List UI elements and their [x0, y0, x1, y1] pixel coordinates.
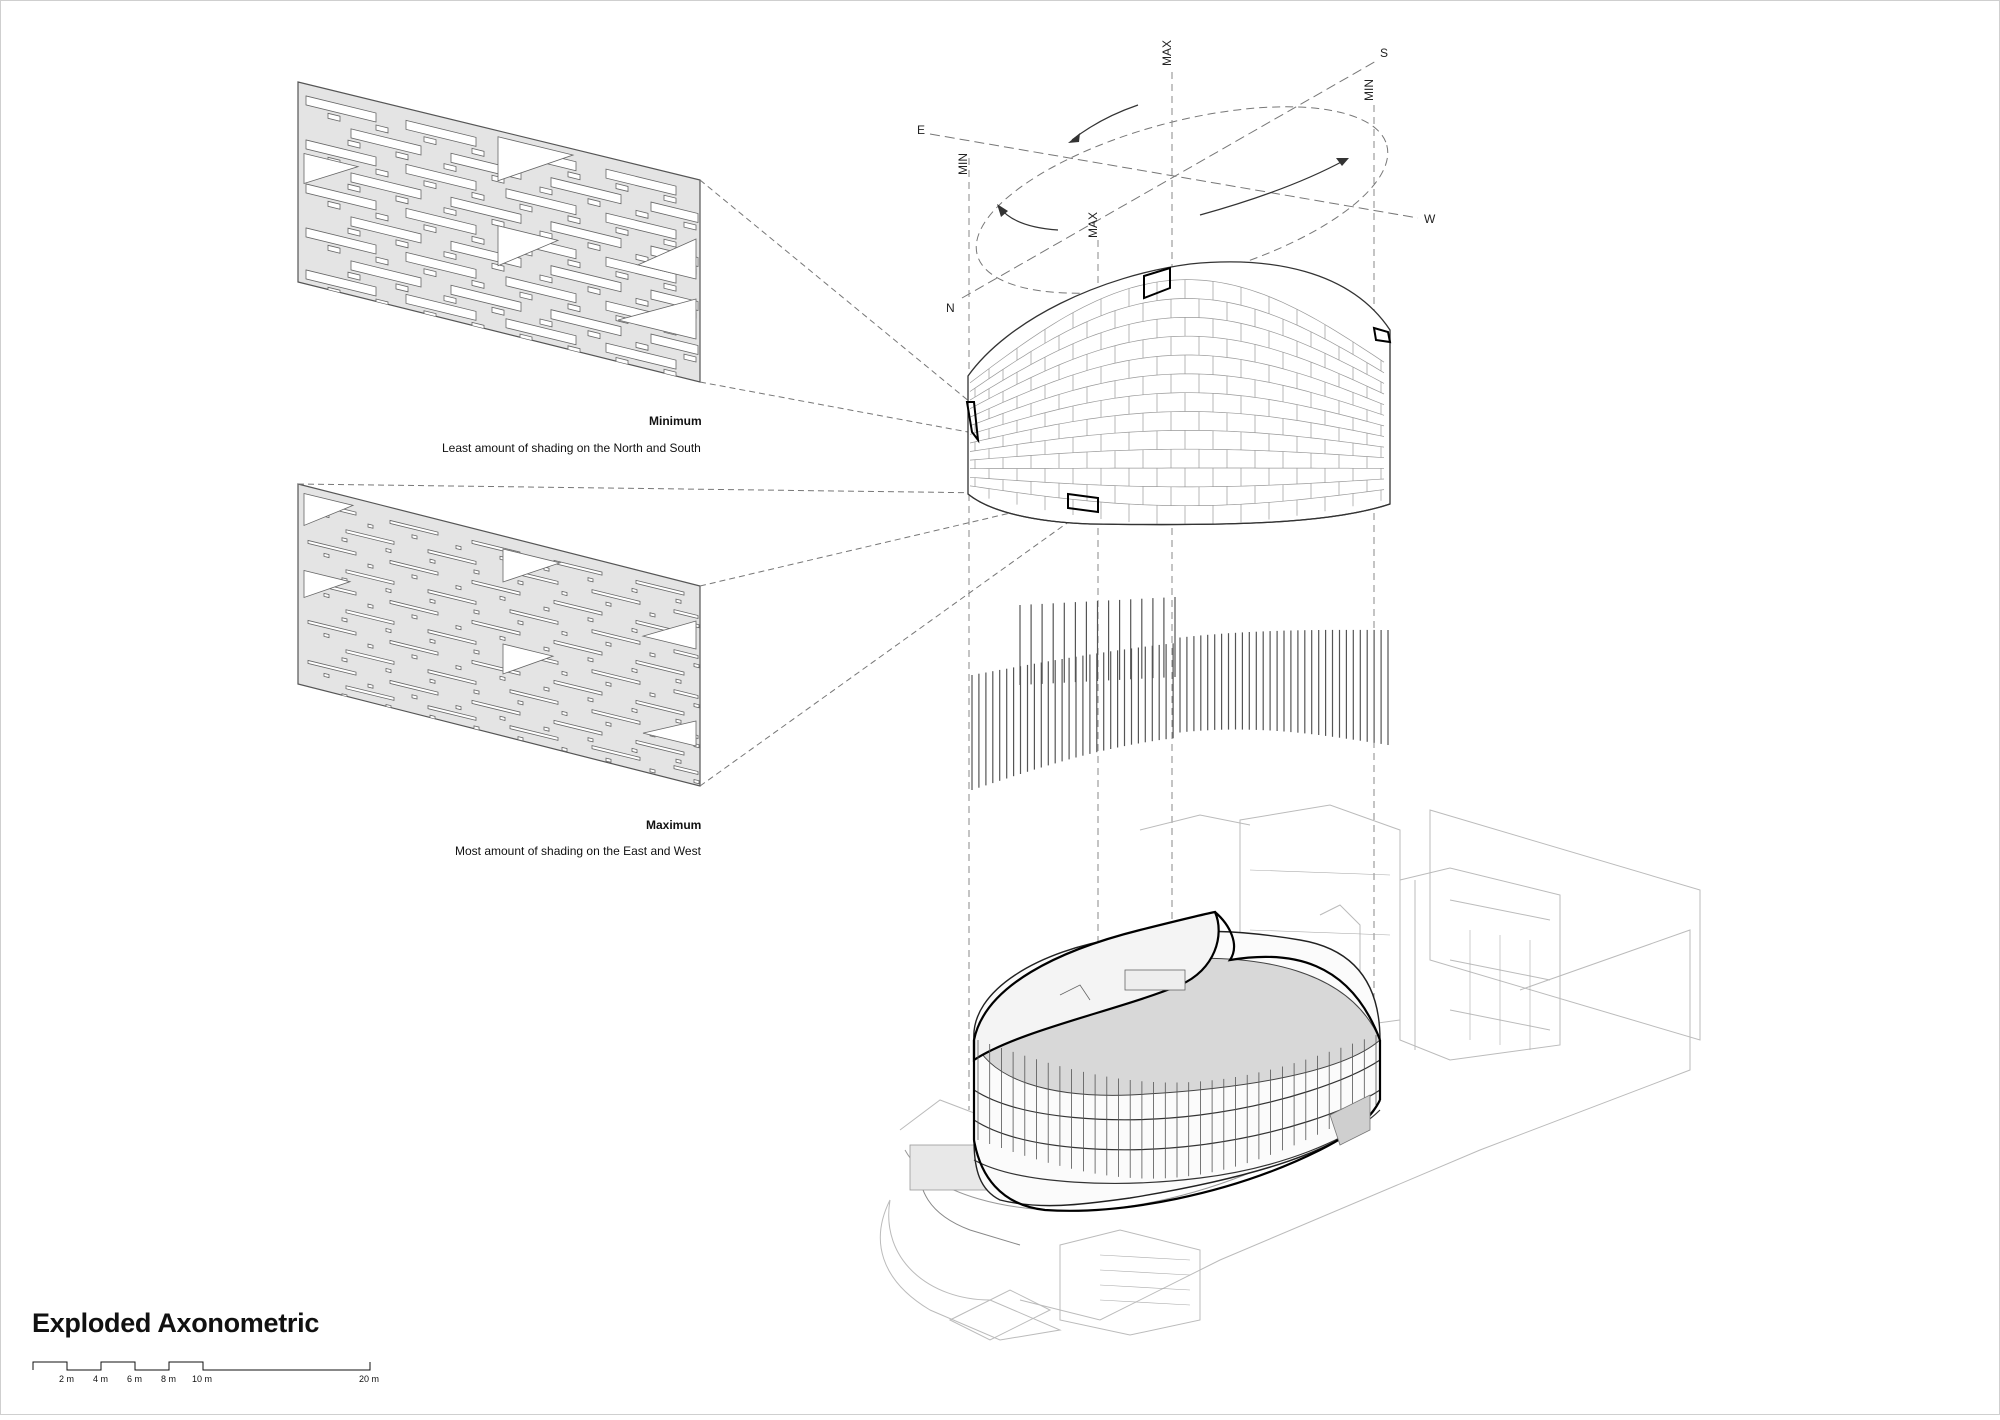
scale-tick-20m: 20 m: [359, 1374, 380, 1384]
max-marker-mid: MAX: [1086, 211, 1100, 238]
south-label: S: [1380, 46, 1389, 60]
scale-tick-6m: 6 m: [127, 1374, 143, 1384]
minimum-perforation-panel: [297, 81, 701, 383]
scale-tick-10m: 10 m: [192, 1374, 213, 1384]
north-label: N: [946, 301, 955, 315]
perforated-screen-band: [965, 261, 1392, 526]
min-marker-left: MIN: [956, 153, 970, 175]
maximum-panel-heading: Maximum: [646, 818, 702, 832]
min-marker-right: MIN: [1362, 79, 1376, 101]
scale-tick-8m: 8 m: [161, 1374, 177, 1384]
scale-tick-2m: 2 m: [59, 1374, 75, 1384]
scale-bar: [32, 1361, 371, 1371]
vertical-fin-ring: [971, 597, 1389, 790]
maximum-perforation-panel: [297, 483, 701, 787]
minimum-panel-heading: Minimum: [649, 414, 702, 428]
max-marker-top: MAX: [1160, 39, 1174, 66]
west-label: W: [1424, 212, 1436, 226]
drawing-title: Exploded Axonometric: [32, 1308, 320, 1338]
maximum-panel-description: Most amount of shading on the East and W…: [455, 844, 701, 858]
east-label: E: [917, 123, 926, 137]
minimum-panel-description: Least amount of shading on the North and…: [442, 441, 701, 455]
scale-tick-4m: 4 m: [93, 1374, 109, 1384]
building-volume: [879, 804, 1701, 1341]
